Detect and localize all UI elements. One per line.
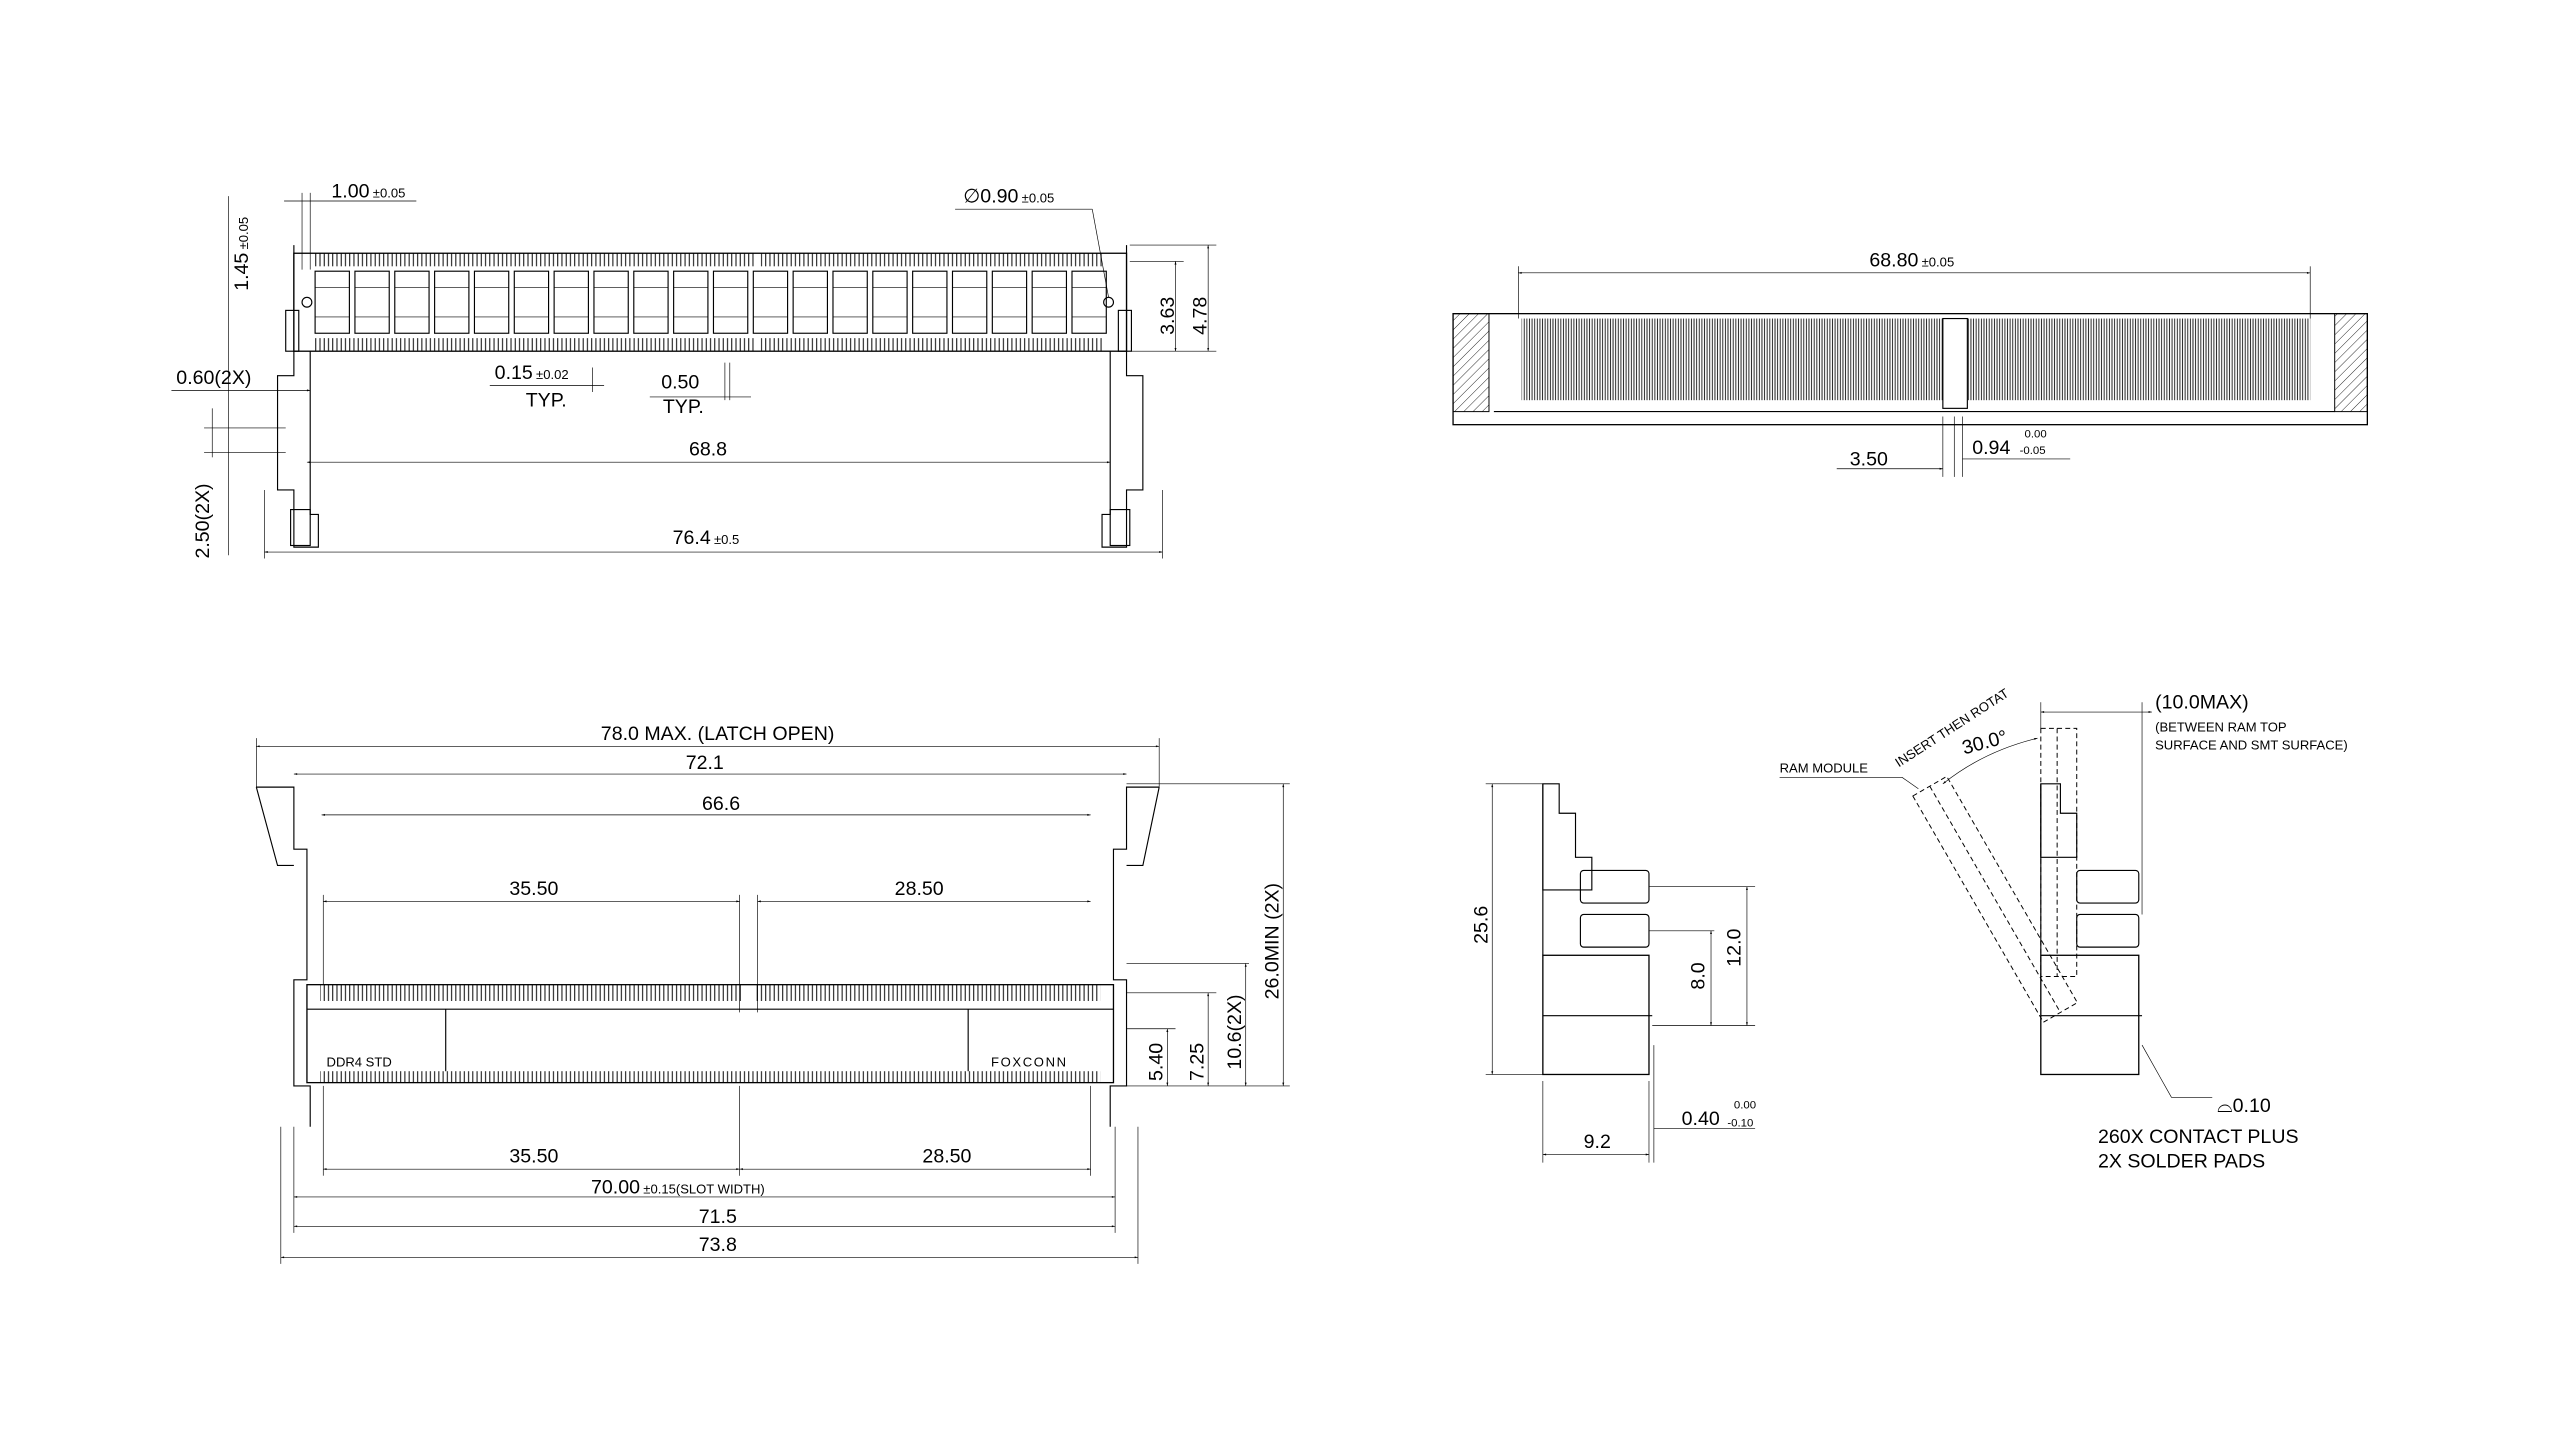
housing-cell: [712, 270, 749, 334]
ddr4-label: DDR4 STD: [327, 1054, 392, 1069]
dim-72-1: 72.1: [686, 752, 724, 774]
housing-cell: [872, 270, 908, 334]
dim-12-0: 12.0: [1723, 928, 1745, 966]
dim-73-8: 73.8: [699, 1234, 737, 1256]
latch-right: [1101, 245, 1144, 548]
dim-3-63: 3.63: [1157, 297, 1179, 335]
dim-5-40: 5.40: [1145, 1043, 1167, 1081]
top-view: 1.00±0.05 1.45±0.05 ∅0.90±0.05 0.60(2X) …: [171, 181, 1217, 559]
dim-9-2: 9.2: [1584, 1131, 1611, 1153]
dim-2-50: 2.50(2X): [192, 483, 214, 558]
housing-cell: [673, 270, 709, 334]
ram-module-label: RAM MODULE: [1780, 760, 1869, 775]
housing-cells: [314, 270, 1107, 334]
housing-cell: [434, 270, 470, 334]
dim-7-25: 7.25: [1186, 1043, 1208, 1081]
dim-10-6: 10.6(2X): [1224, 994, 1246, 1069]
front-view: 68.80±0.05 3.50 0.94 0.00 -0.05: [1452, 249, 2368, 477]
housing-cell: [912, 270, 948, 334]
contact-note-1: 260X CONTACT PLUS: [2098, 1126, 2299, 1148]
housing-cell: [553, 270, 589, 334]
dim-0-15: 0.15±0.02: [495, 362, 569, 384]
dim-0-94-lower-tol: -0.05: [2020, 445, 2046, 457]
dim-1-00: 1.00±0.05: [331, 181, 405, 203]
pin-row-bottom-right: [760, 338, 1104, 352]
housing-cell: [513, 270, 550, 334]
dim-1-45: 1.45±0.05: [231, 217, 253, 291]
angle-label: 30.0°: [1960, 726, 2010, 759]
housing-cell: [1071, 270, 1107, 334]
housing-cell: [792, 270, 828, 334]
housing-cell: [314, 270, 350, 334]
dim-76-4: 76.4±0.5: [673, 527, 740, 549]
pin-row-bottom-left: [313, 338, 755, 352]
dim-0-40-lower-tol: -0.10: [1727, 1118, 1753, 1130]
dim-0-40: 0.40: [1682, 1108, 1720, 1130]
dim-68-8: 68.8: [689, 439, 727, 461]
dim-35-50-top: 35.50: [509, 878, 558, 900]
pin-row-top-left: [313, 253, 755, 267]
dim-78-max: 78.0 MAX. (LATCH OPEN): [601, 723, 835, 745]
latch-left: [276, 245, 319, 548]
dim-0-40-upper-tol: 0.00: [1734, 1100, 1756, 1112]
insertion-view: RAM MODULE INSERT THEN ROTAT 30.0° (10.0…: [1780, 685, 2348, 1172]
housing-cell: [354, 270, 390, 334]
housing-cell: [633, 270, 669, 334]
dim-4-78: 4.78: [1190, 297, 1212, 335]
dim-26-min: 26.0MIN (2X): [1261, 883, 1283, 999]
dim-3-50: 3.50: [1850, 448, 1888, 470]
dim-10-max: (10.0MAX): [2155, 692, 2249, 714]
brand-label: FOXCONN: [991, 1054, 1068, 1069]
dim-hole-diameter: ∅0.90±0.05: [963, 186, 1054, 208]
dim-28-50-bottom: 28.50: [922, 1146, 971, 1168]
dim-0-50: 0.50: [661, 372, 699, 394]
dim-0-60: 0.60(2X): [176, 367, 251, 389]
dim-0-94: 0.94: [1972, 437, 2010, 459]
dim-28-50-top: 28.50: [895, 878, 944, 900]
housing-cell: [1031, 270, 1068, 334]
dim-71-5: 71.5: [699, 1206, 737, 1228]
locating-hole-left: [301, 296, 313, 308]
dim-8-0: 8.0: [1687, 962, 1709, 989]
note-line-2: SURFACE AND SMT SURFACE): [2155, 738, 2348, 753]
dim-35-50-bottom: 35.50: [509, 1146, 558, 1168]
contact-array-right: [1967, 318, 2311, 401]
housing-cell: [473, 270, 510, 334]
dim-70-slot-width: 70.00±0.15(SLOT WIDTH): [591, 1177, 765, 1199]
housing-cell: [394, 270, 430, 334]
housing-cell: [752, 270, 789, 334]
housing-cell: [593, 270, 629, 334]
side-view: 25.6 12.0 8.0 9.2 0.40 0.00 -0.10: [1470, 783, 1756, 1163]
housing-cell: [832, 270, 868, 334]
pin-row-top-right: [760, 253, 1104, 267]
key-notch: [1942, 317, 1968, 409]
dim-66-6: 66.6: [702, 793, 740, 815]
dim-25-6: 25.6: [1470, 906, 1492, 944]
connector-housing: [293, 252, 1128, 352]
contact-array-left: [1521, 318, 1943, 401]
typ-label: TYP.: [663, 396, 704, 418]
dim-68-80: 68.80±0.05: [1869, 249, 1954, 271]
flatness-callout: ⌓0.10: [2217, 1095, 2271, 1117]
note-line-1: (BETWEEN RAM TOP: [2155, 720, 2287, 735]
contact-note-2: 2X SOLDER PADS: [2098, 1151, 2265, 1173]
housing-cell: [991, 270, 1028, 334]
typ-label: TYP.: [526, 390, 567, 412]
dim-0-94-upper-tol: 0.00: [2024, 429, 2046, 441]
housing-cell: [951, 270, 988, 334]
bottom-view: DDR4 STD FOXCONN 78.0 MAX. (LATCH OPEN) …: [255, 723, 1290, 1264]
